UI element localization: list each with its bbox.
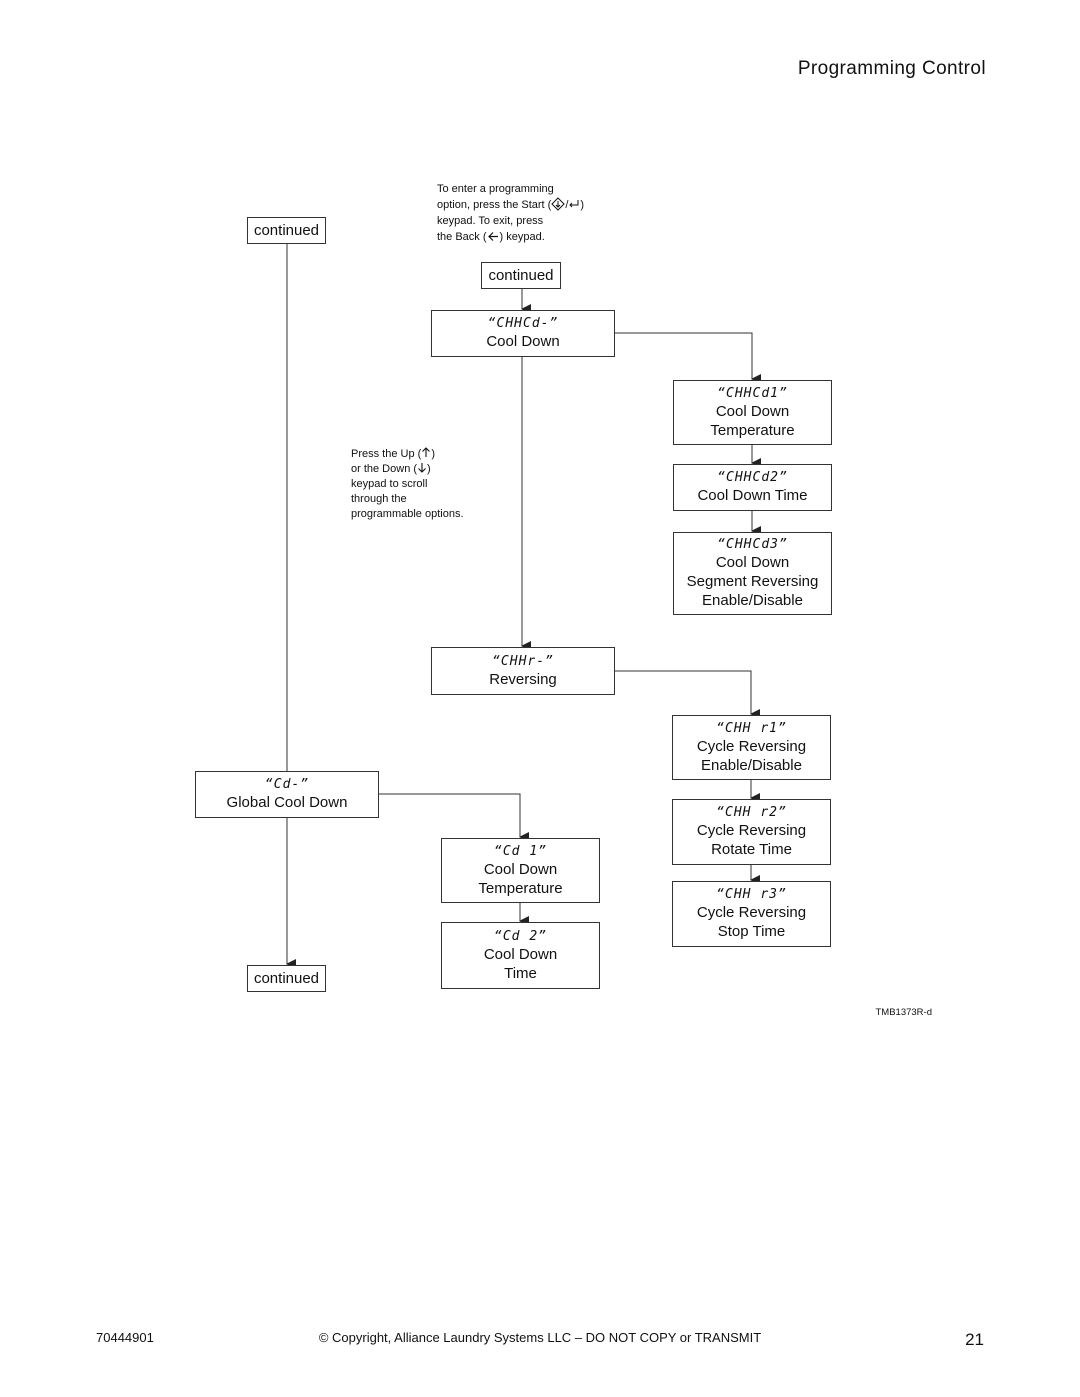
box-label: Cool Down: [483, 860, 558, 878]
box-label: Enable/Disable: [701, 756, 802, 774]
down-arrow-icon: [418, 463, 426, 473]
box-label: Cool Down: [715, 554, 790, 571]
note-text: Press the Up (: [351, 448, 422, 460]
note-line: programmable options.: [351, 508, 464, 520]
back-arrow-icon: [487, 232, 498, 241]
box-label: Cycle Reversing: [696, 737, 807, 755]
start-keypad-icon: [551, 197, 566, 211]
enter-keypad-icon: [569, 200, 579, 208]
connector-line: [378, 793, 529, 842]
box-label: Cycle Reversing: [696, 904, 807, 921]
continued-label: continued: [488, 267, 554, 284]
note-line: the Back ( ) keypad.: [437, 229, 637, 245]
box-label: Cool Down Time: [697, 487, 808, 504]
cool-down-time-box: “CHHCd2” Cool Down Time: [673, 464, 832, 511]
document-number: 70444901: [96, 1330, 154, 1345]
display-code: “CHHCd2”: [717, 470, 788, 485]
connector-line: [614, 332, 761, 384]
global-cool-down-time-box: “Cd 2” Cool Down Time: [441, 922, 600, 989]
box-label: Enable/Disable: [702, 592, 803, 609]
note-text: option, press the Start (: [437, 199, 552, 211]
note-text: the Back (: [437, 231, 487, 243]
global-cool-down-box: “Cd-” Global Cool Down: [195, 771, 379, 818]
display-code: “Cd 2”: [494, 928, 547, 944]
note-text: /: [565, 199, 569, 211]
box-label: Global Cool Down: [226, 794, 348, 811]
continued-box-bottom-left: continued: [247, 965, 326, 992]
display-code: “Cd 1”: [494, 843, 547, 859]
reversing-box: “CHHr-” Reversing: [431, 647, 615, 695]
note-line: To enter a programming: [437, 183, 554, 195]
up-arrow-icon: [422, 447, 431, 457]
note-line: keypad to scroll: [351, 478, 428, 490]
display-code: “CHH r1”: [716, 720, 787, 736]
copyright-notice: © Copyright, Alliance Laundry Systems LL…: [318, 1330, 762, 1345]
figure-id: TMB1373R-d: [875, 1007, 933, 1018]
note-line: option, press the Start ( /): [437, 197, 637, 213]
display-code: “CHH r3”: [716, 887, 787, 902]
box-label: Temperature: [710, 421, 795, 439]
scroll-note: Press the Up () or the Down () keypad to…: [351, 447, 521, 522]
cool-down-box: “CHHCd-” Cool Down: [431, 310, 615, 357]
cycle-reversing-stop-box: “CHH r3” Cycle Reversing Stop Time: [672, 881, 831, 947]
cycle-reversing-enable-box: “CHH r1” Cycle Reversing Enable/Disable: [672, 715, 831, 780]
continued-label: continued: [253, 222, 320, 239]
note-line: or the Down (): [351, 462, 521, 477]
box-label: Temperature: [478, 879, 563, 897]
box-label: Cool Down: [715, 402, 790, 420]
note-text: ): [431, 448, 435, 460]
box-label: Stop Time: [717, 923, 786, 940]
box-label: Cycle Reversing: [696, 822, 807, 839]
note-line: Press the Up (): [351, 447, 521, 462]
display-code: “CHHCd1”: [717, 385, 788, 401]
enter-exit-note: To enter a programming option, press the…: [437, 181, 637, 245]
box-label: Time: [504, 964, 537, 982]
note-text: ): [580, 199, 585, 211]
display-code: “Cd-”: [264, 777, 310, 792]
note-text: ): [427, 463, 431, 475]
page-number: 21: [965, 1330, 984, 1349]
display-code: “CHHr-”: [492, 653, 554, 669]
note-line: through the: [351, 493, 407, 505]
note-text: ) keypad.: [499, 231, 545, 243]
continued-box-top-center: continued: [481, 262, 561, 289]
box-label: Reversing: [489, 670, 557, 688]
display-code: “CHHCd-”: [487, 316, 559, 331]
cool-down-segment-reversing-box: “CHHCd3” Cool Down Segment Reversing Ena…: [673, 532, 832, 615]
continued-box-top-left: continued: [247, 217, 326, 244]
connector-line: [614, 670, 760, 719]
cool-down-temperature-box: “CHHCd1” Cool Down Temperature: [673, 380, 832, 445]
box-label: Cool Down: [483, 945, 558, 963]
section-title: Programming Control: [797, 58, 986, 79]
note-line: keypad. To exit, press: [437, 215, 544, 227]
display-code: “CHH r2”: [716, 805, 787, 820]
box-label: Segment Reversing: [686, 573, 819, 590]
continued-label: continued: [253, 970, 320, 987]
box-label: Rotate Time: [711, 841, 792, 858]
cycle-reversing-rotate-box: “CHH r2” Cycle Reversing Rotate Time: [672, 799, 831, 865]
note-text: or the Down (: [351, 463, 418, 475]
display-code: “CHHCd3”: [717, 537, 788, 552]
global-cool-down-temperature-box: “Cd 1” Cool Down Temperature: [441, 838, 600, 903]
box-label: Cool Down: [486, 333, 560, 350]
